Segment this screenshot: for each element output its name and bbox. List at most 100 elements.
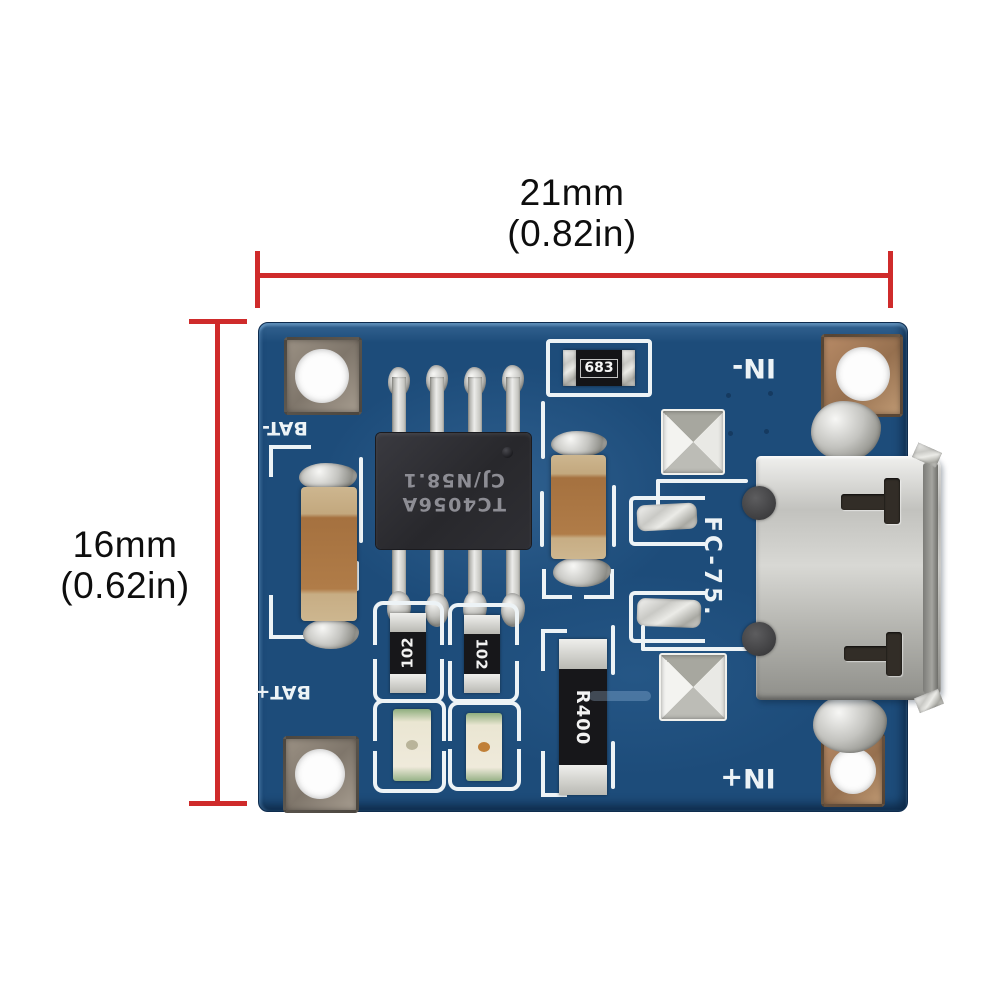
led-die	[406, 740, 418, 750]
resistor-683-label: 683	[580, 358, 618, 378]
ic-marking-line1: TC4056A	[401, 492, 506, 515]
resistor-end	[390, 613, 426, 632]
silkscreen-bracket	[269, 445, 311, 477]
silkscreen-outline	[373, 751, 446, 793]
mounting-hole-bottom-right	[830, 748, 876, 794]
resistor-end	[559, 639, 607, 669]
usb-leg-post	[742, 622, 776, 656]
resistor-body: R400	[559, 669, 607, 765]
solder-pad-square	[659, 653, 727, 721]
silkscreen-bracket	[269, 595, 311, 639]
charge-led	[466, 713, 502, 781]
solder-blob	[553, 557, 611, 587]
silkscreen-line	[611, 741, 615, 789]
silkscreen-bracket	[542, 569, 572, 599]
solder-blob	[303, 619, 359, 649]
silkscreen-bracket	[541, 629, 567, 671]
solder-pad-oval	[636, 502, 698, 532]
height-dimension-endcap-bottom	[189, 801, 247, 806]
mounting-pad-bottom-left	[283, 736, 359, 813]
via-dot	[764, 429, 769, 434]
surface-glare	[589, 691, 651, 701]
ic-pin	[430, 377, 444, 435]
micro-usb-connector	[756, 442, 945, 714]
mounting-hole-top-left	[295, 349, 349, 403]
silkscreen-outline	[448, 603, 519, 645]
resistor-102-right-label: 102	[473, 638, 491, 670]
silkscreen-line	[355, 561, 359, 591]
resistor-end	[464, 674, 500, 693]
resistor-683-end	[563, 350, 576, 386]
width-dimension-endcap-left	[255, 251, 260, 308]
usb-latch-cutout-bottom	[844, 646, 894, 661]
height-dimension-endcap-top	[189, 319, 247, 324]
width-inch-text: (0.82in)	[507, 213, 637, 255]
usb-shield-solder-top	[811, 401, 881, 461]
silkscreen-in-minus: IN-	[732, 352, 776, 383]
via-dot	[726, 393, 731, 398]
resistor-body: 102	[464, 634, 500, 674]
ic-chip-tp4056: TC4056A CJ/N58.1	[376, 433, 531, 549]
resistor-body: 102	[390, 632, 426, 674]
ic-pin	[506, 549, 520, 605]
ic-pin1-dimple	[502, 447, 513, 458]
usb-opening	[923, 463, 938, 693]
capacitor	[551, 455, 606, 559]
silkscreen-outline	[373, 699, 446, 741]
ic-pin	[468, 377, 482, 435]
ic-pin	[430, 549, 444, 605]
width-dimension-label: 21mm (0.82in)	[422, 172, 722, 255]
resistor-102-left: 102	[390, 613, 426, 693]
resistor-end	[559, 765, 607, 795]
status-led	[393, 709, 431, 781]
width-mm-text: 21mm	[519, 172, 625, 213]
resistor-102-right: 102	[464, 615, 500, 693]
led-die	[478, 742, 490, 752]
silkscreen-line	[540, 491, 544, 547]
usb-shield-solder-bottom	[813, 695, 887, 753]
pcb-board: BAT- BAT+ IN- IN+ FC-75. 683	[254, 322, 945, 813]
silkscreen-line	[541, 401, 545, 459]
height-mm-text: 16mm	[72, 524, 178, 565]
width-dimension-line	[257, 273, 893, 278]
silkscreen-line	[611, 625, 615, 675]
mounting-hole-top-right	[836, 347, 890, 401]
usb-crimp-tab	[913, 688, 945, 714]
silkscreen-bracket	[584, 569, 614, 599]
silkscreen-bracket	[629, 496, 705, 546]
silkscreen-bracket	[629, 591, 705, 643]
silkscreen-outline-683	[546, 339, 652, 397]
usb-latch-cutout-top	[884, 478, 900, 524]
silkscreen-bat-minus: BAT-	[262, 417, 308, 439]
solder-pad-square	[661, 409, 725, 475]
height-dimension-line	[215, 322, 220, 806]
mounting-pad-top-left	[284, 337, 362, 415]
resistor-end	[390, 674, 426, 693]
height-dimension-label: 16mm (0.62in)	[18, 524, 232, 607]
silkscreen-line	[359, 457, 363, 543]
capacitor	[301, 487, 357, 621]
solder-blob	[551, 431, 607, 457]
usb-latch-cutout-top	[841, 494, 891, 510]
resistor-102-left-label: 102	[399, 637, 417, 669]
ic-marking-line2: CJ/N58.1	[402, 469, 505, 491]
usb-leg-post	[742, 486, 776, 520]
height-inch-text: (0.62in)	[60, 565, 190, 607]
resistor-683-end	[622, 350, 635, 386]
via-dot	[728, 431, 733, 436]
silkscreen-line	[641, 647, 759, 651]
ic-pin	[392, 377, 406, 435]
solder-pad-oval	[636, 597, 702, 629]
ic-pin	[506, 377, 520, 435]
resistor-end	[464, 615, 500, 634]
solder-blob	[299, 463, 357, 491]
silkscreen-outline	[373, 601, 444, 645]
silkscreen-in-plus: IN+	[720, 762, 776, 793]
resistor-r400: R400	[559, 639, 607, 795]
silkscreen-bat-plus: BAT+	[254, 681, 311, 703]
silkscreen-outline	[448, 749, 521, 791]
usb-latch-cutout-bottom	[886, 632, 902, 676]
silkscreen-line	[656, 479, 748, 483]
silkscreen-line	[641, 625, 645, 651]
